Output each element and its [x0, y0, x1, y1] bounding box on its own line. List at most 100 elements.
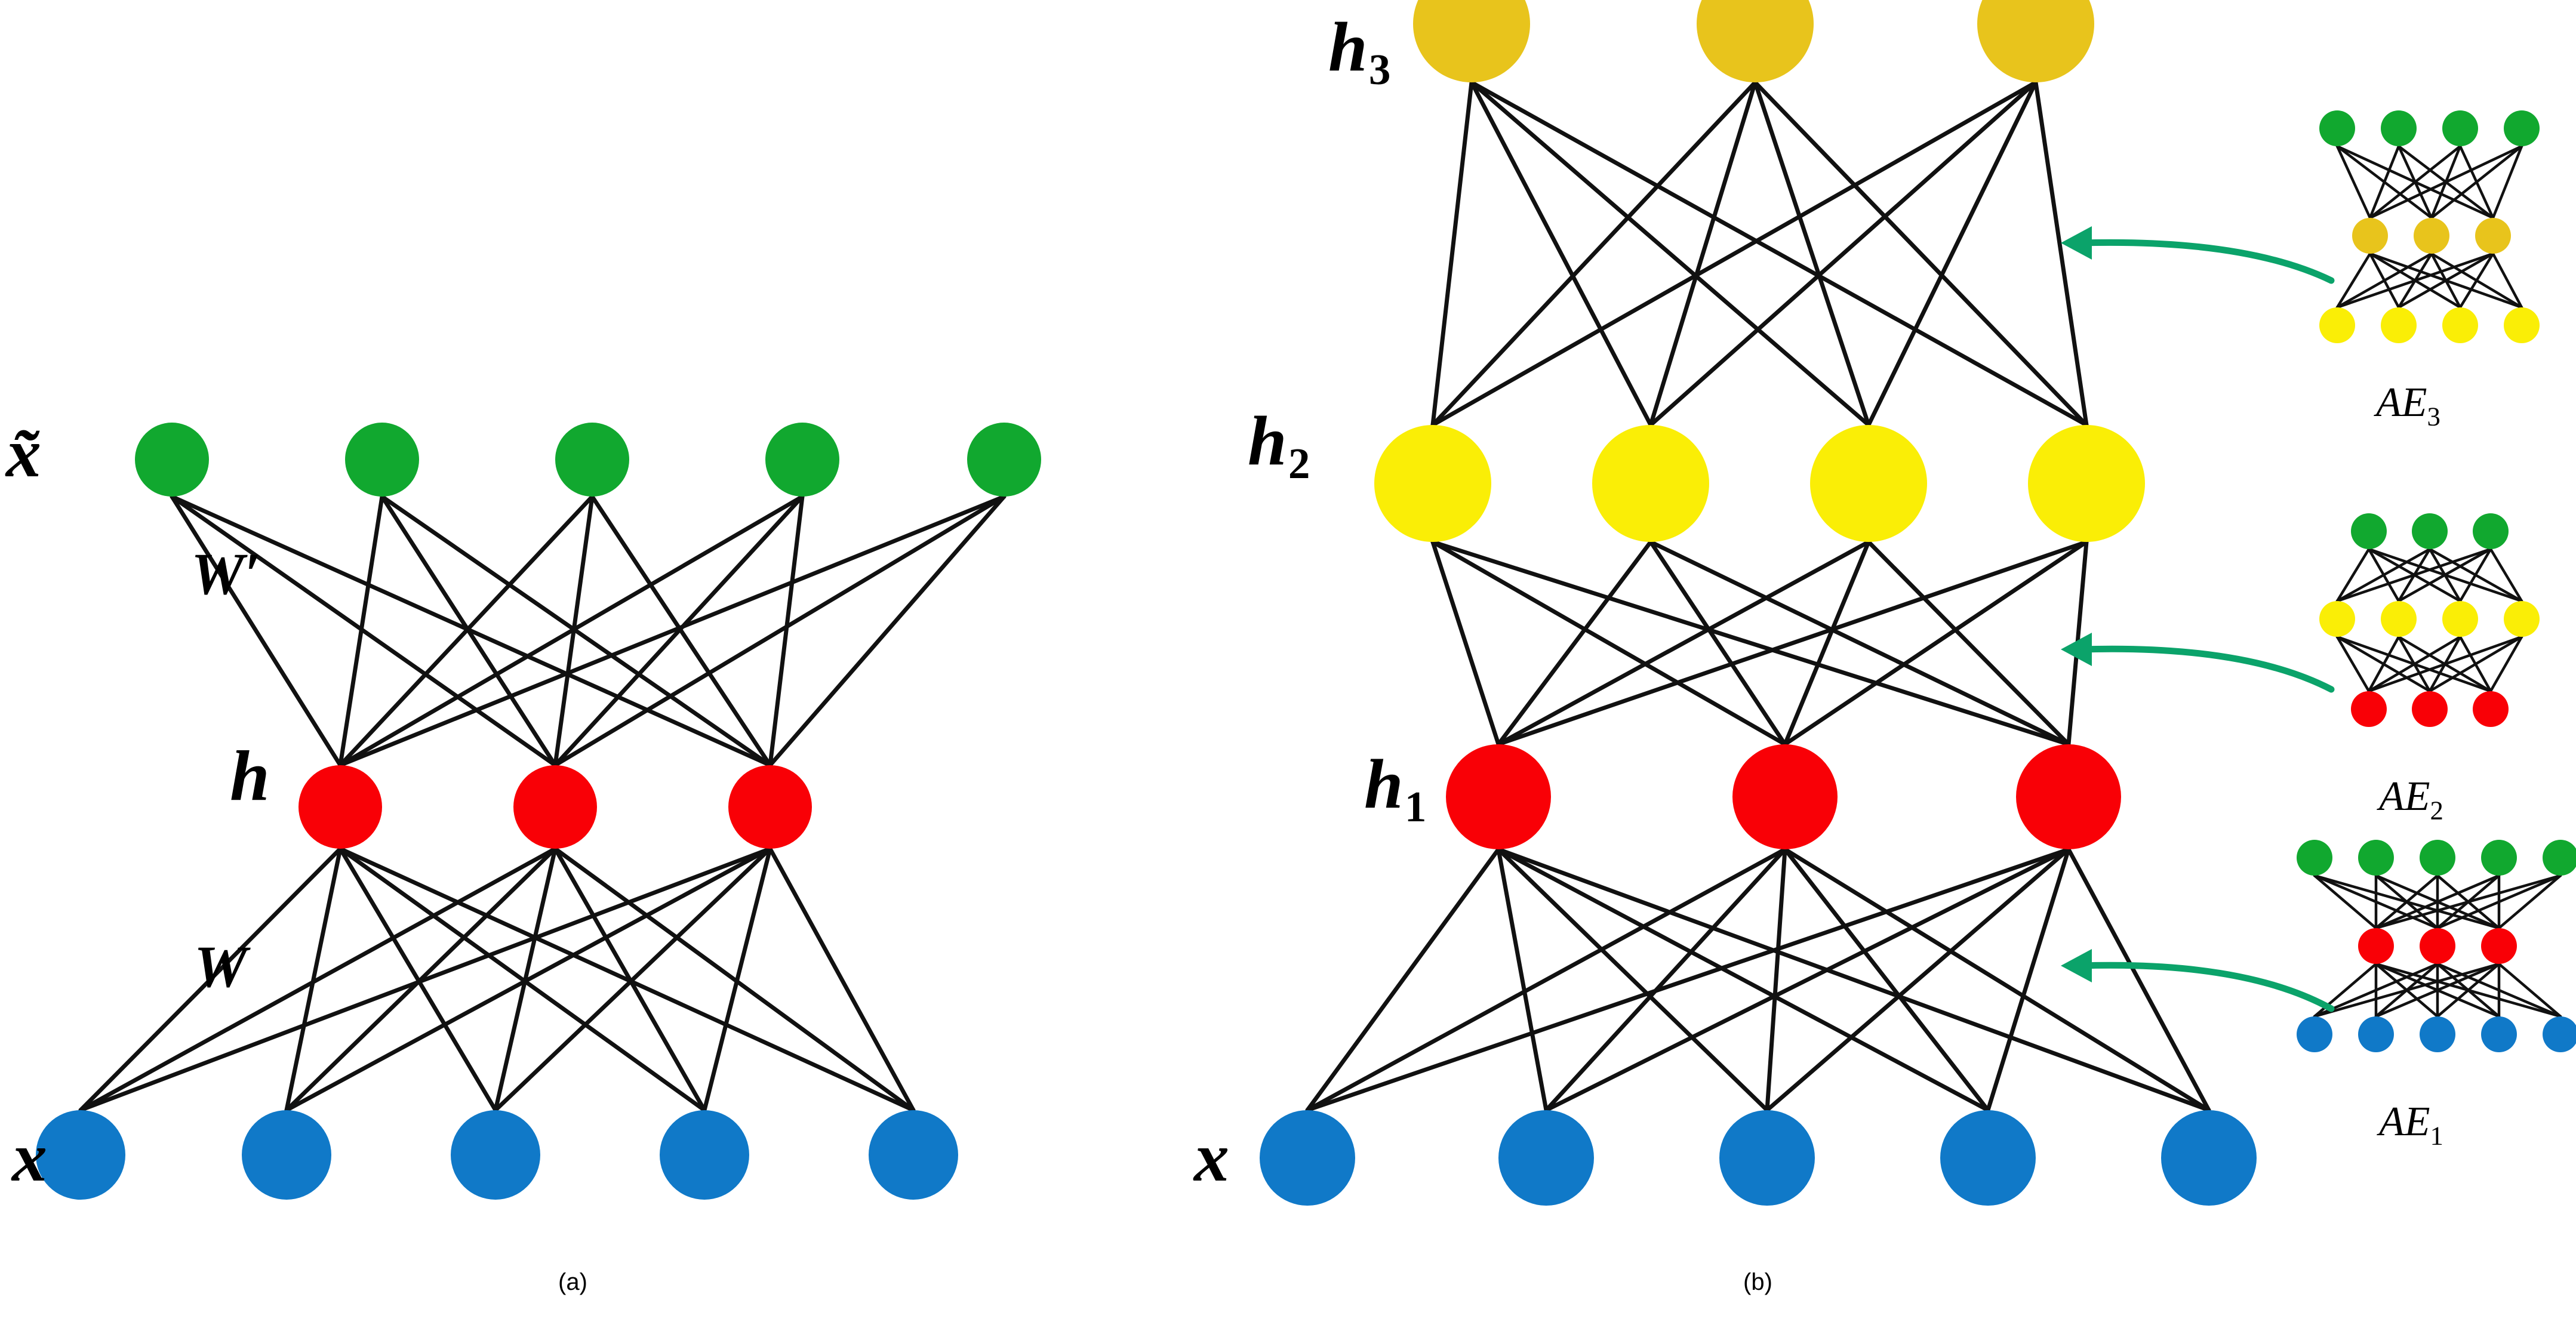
connection-edge: [2367, 547, 2400, 603]
connection-edge: [1648, 80, 2038, 427]
connection-edge: [1496, 540, 1653, 747]
inset-label-ae1: AE1: [2379, 1099, 2443, 1151]
inset-ae2-nodes: [2319, 513, 2540, 727]
node-reconstruction: [345, 423, 419, 497]
connection-edge: [338, 494, 805, 768]
panel-b-edges: [1305, 80, 2211, 1113]
inset-ae1-group: [2061, 840, 2576, 1052]
node-hidden-2: [1374, 425, 1491, 542]
inset-ae2-group: [2061, 513, 2540, 727]
connection-edge: [338, 494, 1007, 768]
subscript-2: 2: [1288, 439, 1310, 488]
connection-edge: [1648, 80, 1758, 427]
connection-edge: [2436, 962, 2562, 1018]
node-hidden-1: [1446, 744, 1551, 849]
connection-edge: [2489, 547, 2523, 603]
connection-edge: [2367, 547, 2523, 603]
node-input: [1260, 1110, 1355, 1206]
connection-edge: [2367, 547, 2462, 603]
connection-edge: [2033, 80, 2089, 427]
connection-edge: [338, 846, 707, 1113]
inset-node: [2351, 513, 2387, 549]
connection-edge: [1783, 847, 2211, 1113]
connection-edge: [2335, 144, 2372, 220]
node-reconstruction: [555, 423, 629, 497]
connection-edge: [1305, 847, 1501, 1113]
connection-edge: [380, 494, 773, 768]
inset-node: [2442, 601, 2478, 637]
inset-node: [2420, 928, 2455, 964]
inset-node: [2473, 513, 2509, 549]
connection-edge: [590, 494, 773, 768]
inset-node: [2381, 110, 2417, 146]
connection-edge: [1430, 540, 1787, 747]
connection-edge: [2397, 144, 2495, 220]
connection-edge: [338, 846, 916, 1113]
inset-node: [2481, 1016, 2517, 1052]
connection-edge: [170, 494, 773, 768]
inset-node: [2381, 307, 2417, 343]
connection-edge: [2335, 144, 2433, 220]
arrow-head-icon: [2061, 226, 2092, 260]
inset-node: [2412, 691, 2448, 727]
connection-edge: [1496, 540, 1871, 747]
label-h: h: [230, 736, 270, 815]
label-x-b: x: [1194, 1118, 1229, 1196]
arrow-shaft: [2078, 239, 2335, 284]
caption-b: (b): [1743, 1269, 1772, 1295]
connection-edge: [2335, 144, 2495, 220]
inset-node: [2297, 840, 2332, 876]
inset-label-ae3: AE3: [2376, 380, 2440, 432]
connection-edge: [78, 846, 343, 1113]
connection-edge: [1496, 540, 2089, 747]
node-input: [1940, 1110, 2036, 1206]
connection-edge: [1783, 540, 1871, 747]
connection-edge: [2397, 635, 2492, 693]
connection-edge: [1430, 80, 1758, 427]
node-hidden-3: [1697, 0, 1814, 82]
caption-a: (a): [558, 1269, 587, 1295]
inset-ae1-nodes: [2297, 840, 2576, 1052]
label-x: x: [12, 1118, 47, 1196]
inset-label-ae2: AE2: [2379, 774, 2443, 825]
connection-edge: [1496, 847, 1549, 1113]
inset-node: [2414, 218, 2449, 254]
node-hidden-2: [2028, 425, 2145, 542]
subscript-3: 3: [1368, 45, 1391, 94]
subscript-2: 2: [2430, 795, 2443, 825]
panel-b-group: [1260, 0, 2257, 1206]
inset-node: [2381, 601, 2417, 637]
node-hidden-3: [1413, 0, 1530, 82]
connection-edge: [1496, 847, 1769, 1113]
connection-edge: [1866, 540, 2071, 747]
connection-edge: [1986, 847, 2071, 1113]
node-reconstruction: [967, 423, 1041, 497]
arrow-shaft: [2078, 645, 2335, 693]
label-w-prime: W′: [191, 541, 261, 607]
connection-edge: [2436, 874, 2501, 930]
inset-node: [2358, 1016, 2394, 1052]
inset-ae2-edges: [2335, 547, 2523, 693]
inset-node: [2420, 1016, 2455, 1052]
connection-edge: [1648, 540, 1787, 747]
node-input: [1498, 1110, 1594, 1206]
connection-edge: [1496, 847, 1990, 1113]
connection-edge: [2374, 962, 2562, 1018]
connection-edge: [1765, 847, 1787, 1113]
inset-node: [2297, 1016, 2332, 1052]
inset-ae3-group: [2061, 110, 2540, 343]
node-input: [2161, 1110, 2257, 1206]
arrow-shaft: [2078, 962, 2335, 1012]
inset-node: [2504, 601, 2540, 637]
inset-node: [2358, 928, 2394, 964]
label-h3: h3: [1328, 8, 1391, 94]
connection-edge: [1496, 847, 2211, 1113]
inset-ae3-edges: [2335, 144, 2523, 309]
connection-edge: [2335, 635, 2371, 693]
connection-edge: [2458, 635, 2492, 693]
inset-node: [2358, 840, 2394, 876]
node-input: [242, 1110, 331, 1200]
connection-edge: [2335, 635, 2432, 693]
